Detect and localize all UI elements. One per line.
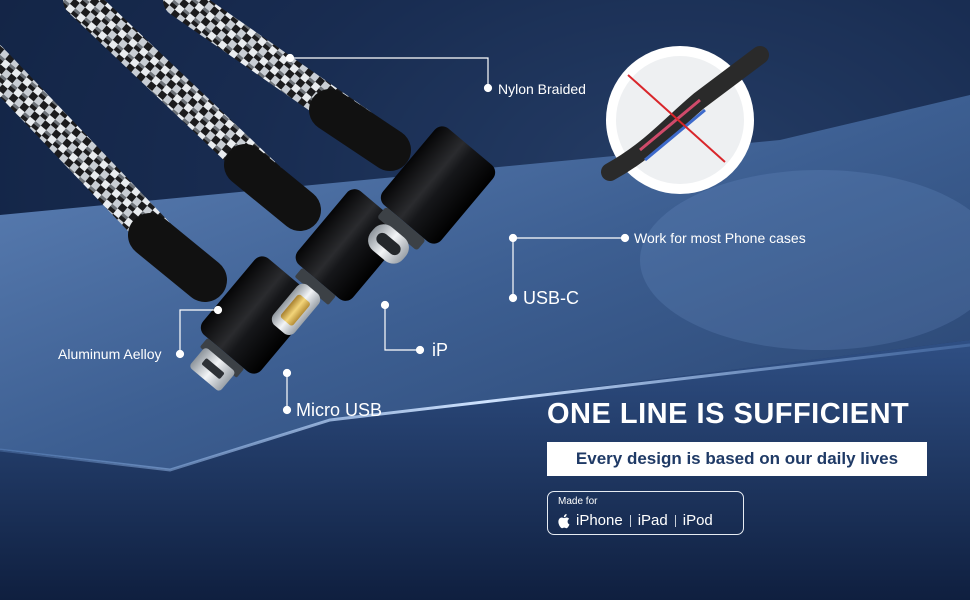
apple-logo-icon (558, 513, 570, 528)
lightning-cable (63, 0, 405, 335)
block-top-surface (0, 95, 970, 470)
callout-lines (175, 53, 630, 415)
nylon-braided-label: Nylon Braided (498, 81, 586, 97)
made-for-label: Made for (558, 496, 598, 507)
device-list: iPhone iPad iPod (557, 512, 713, 529)
usb-c-cable (163, 0, 496, 264)
micro-usb-label: Micro USB (296, 400, 383, 420)
subheadline-box: Every design is based on our daily lives (547, 442, 927, 476)
usb-c-label: USB-C (523, 288, 580, 308)
block-front-face (0, 340, 970, 600)
device-ipad: iPad (637, 512, 668, 529)
device-iphone: iPhone (576, 512, 623, 529)
separator (629, 514, 631, 527)
block-edge-highlight (0, 343, 970, 472)
device-ipod: iPod (682, 512, 713, 529)
micro-usb-cable (0, 45, 316, 391)
made-for-badge: Made for iPhone iPad iPod (547, 491, 744, 535)
ip-label: iP (432, 340, 449, 360)
phone-case-inset (601, 46, 769, 194)
separator (674, 514, 676, 527)
aluminum-alloy-label: Aluminum Aelloy (58, 346, 162, 362)
phone-cases-label: Work for most Phone cases (634, 230, 806, 246)
headline: ONE LINE IS SUFFICIENT (547, 398, 910, 430)
subheadline: Every design is based on our daily lives (575, 449, 899, 468)
